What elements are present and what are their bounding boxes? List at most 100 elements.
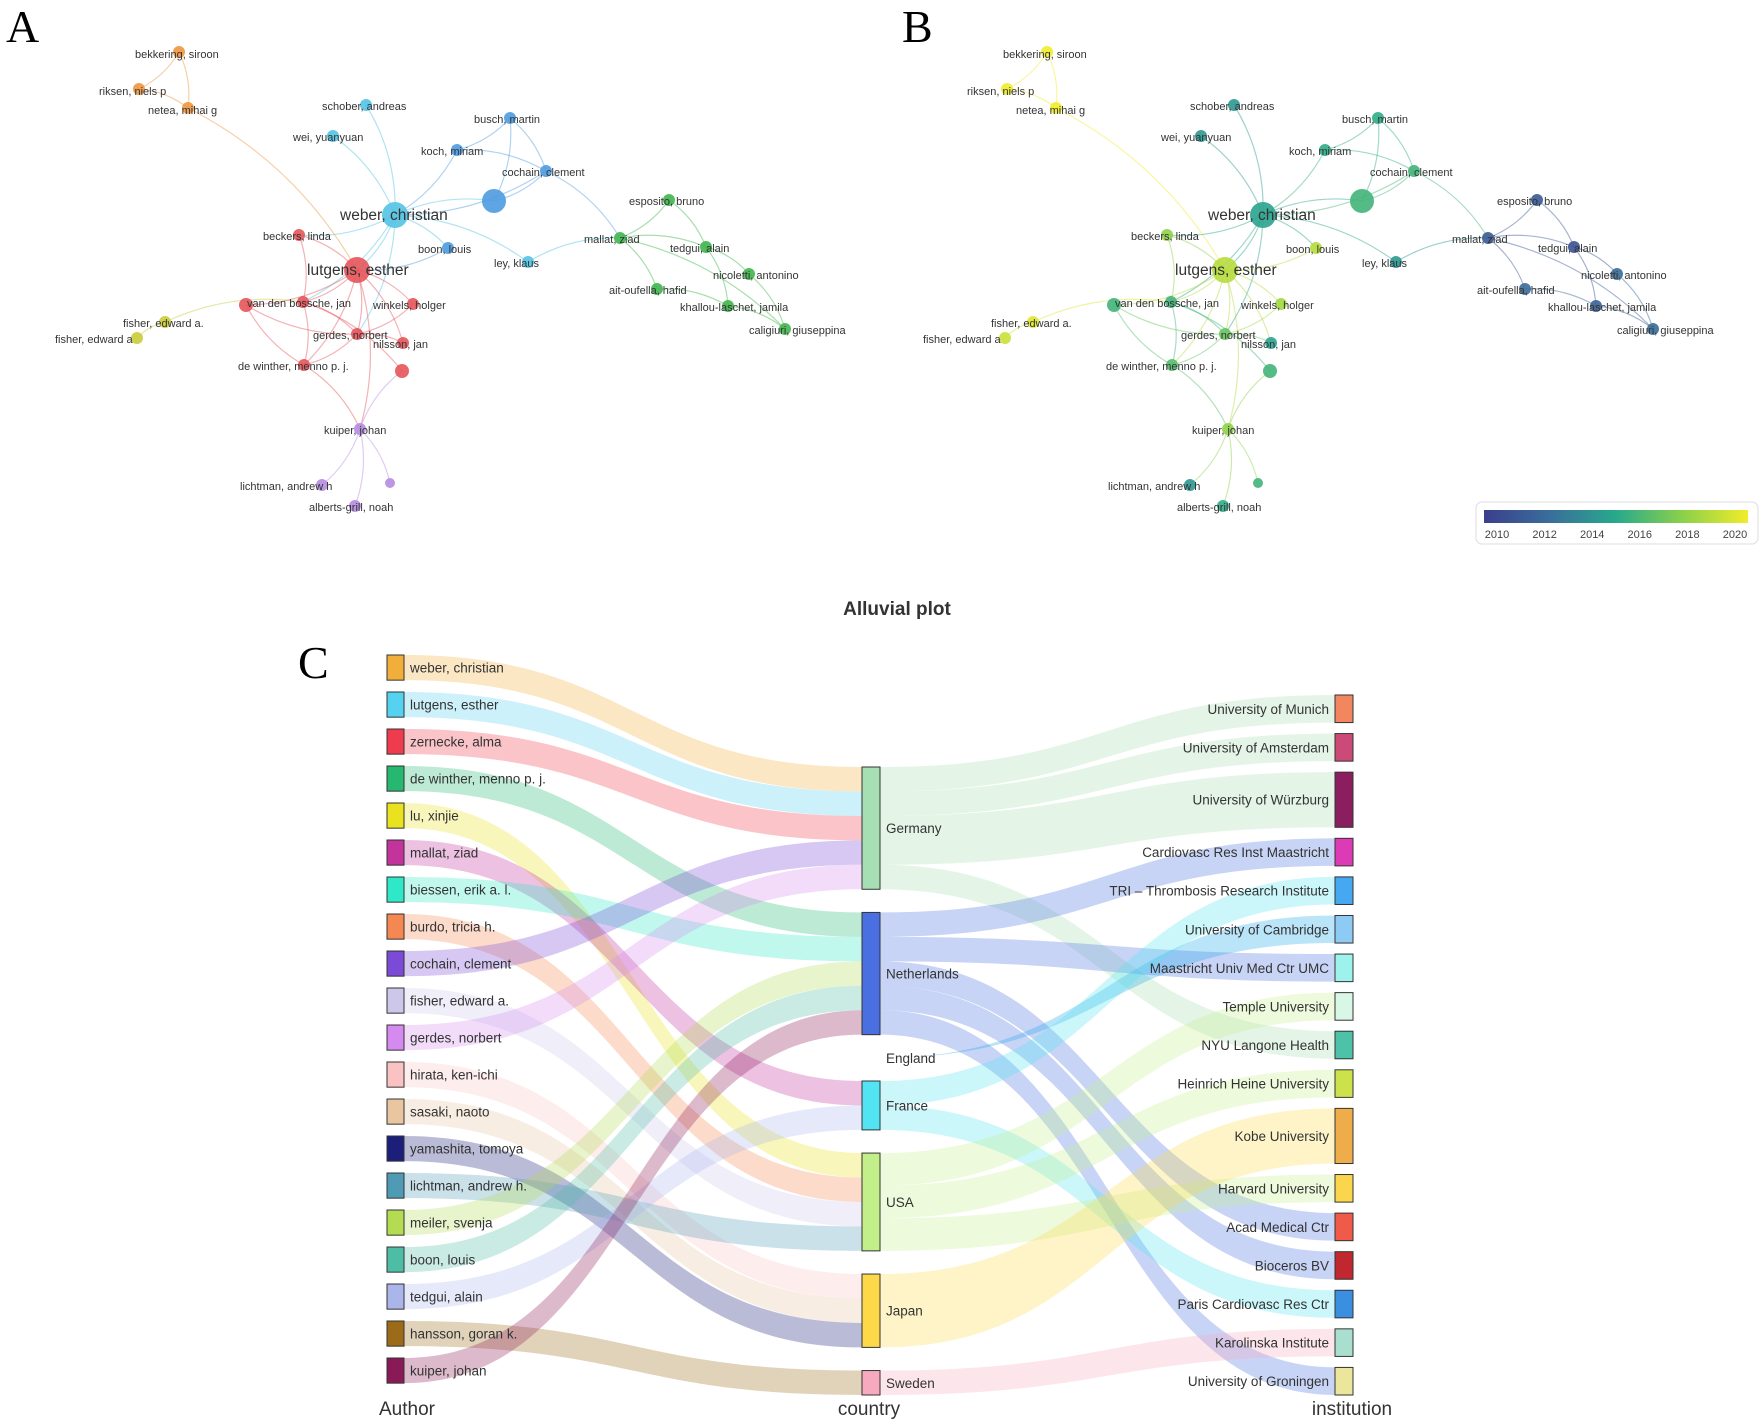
network-node-riksen-niels-p	[133, 83, 145, 95]
network-edge	[1487, 237, 1526, 290]
alluvial-flow	[404, 1173, 862, 1251]
country-node-japan	[861, 1273, 881, 1348]
network-label-ley-klaus: ley, klaus	[1362, 258, 1408, 270]
network-label-nicoletti-antonino: nicoletti, antonino	[1581, 270, 1667, 282]
country-node-usa	[861, 1152, 881, 1252]
network-node-nilsson-jan	[397, 337, 409, 349]
institution-node-university-of-amsterdam	[1334, 733, 1354, 762]
alluvial-node-boxes	[386, 654, 1354, 1396]
network-edge	[545, 170, 621, 239]
alluvial-flow	[404, 914, 862, 1202]
institution-label-university-of-munich: University of Munich	[1207, 702, 1329, 717]
network-node-khallou-laschet-jamila	[722, 300, 734, 312]
author-node-meiler-svenja	[386, 1209, 405, 1236]
network-edge	[1487, 234, 1575, 248]
institution-node-university-of-cambridge	[1334, 914, 1354, 944]
network-edge	[1395, 237, 1489, 263]
country-label-usa: USA	[886, 1195, 914, 1210]
network-edge	[748, 273, 786, 330]
institution-node-tri-thrombosis-research-institute	[1334, 876, 1354, 905]
institution-node-nyu-langone-health	[1334, 1030, 1354, 1060]
alluvial-flow	[880, 1328, 1335, 1395]
country-label-england: England	[886, 1051, 936, 1066]
alluvial-flow	[404, 803, 862, 1178]
network-node-unlabeled	[1107, 298, 1121, 312]
network-node-khallou-laschet-jamila	[1590, 300, 1602, 312]
alluvial-flow	[880, 915, 1335, 1058]
network-label-tedgui-alain: tedgui, alain	[1538, 243, 1597, 255]
network-node-mallat-ziad	[1482, 232, 1494, 244]
network-edge	[1487, 237, 1654, 330]
alluvial-flow	[880, 936, 1335, 982]
alluvial-flow	[404, 864, 862, 1051]
network-edge	[1573, 246, 1597, 307]
network-node-esposito-bruno	[1531, 194, 1543, 206]
country-node-france	[861, 1080, 881, 1131]
panel-letter-b: B	[902, 1, 933, 52]
network-node-tedgui-alain	[1568, 241, 1580, 253]
author-node-sasaki-naoto	[386, 1098, 405, 1125]
network-label-cochain-clement: cochain, clement	[502, 167, 585, 179]
author-label-biessen-erik-a-l: biessen, erik a. l.	[410, 883, 511, 898]
colorbar-tick-label: 2020	[1723, 529, 1747, 541]
axis-label-author: Author	[379, 1399, 436, 1420]
network-label-fisher-edward-a: fisher, edward a.	[123, 318, 204, 330]
network-node-fisher-edward-a	[159, 316, 171, 328]
network-edge	[705, 246, 729, 307]
network-label-nilsson-jan: nilsson, jan	[1241, 339, 1296, 351]
network-node-lutgens-esther	[344, 257, 370, 283]
institution-label-university-of-wurzburg: University of Würzburg	[1192, 793, 1329, 808]
institution-node-paris-cardiovasc-res-ctr	[1334, 1289, 1354, 1319]
network-node-busch-martin	[1372, 112, 1384, 124]
network-edge	[302, 301, 358, 335]
alluvial-flow	[880, 838, 1335, 937]
institution-node-temple-university	[1334, 992, 1354, 1021]
network-edge	[1224, 303, 1282, 335]
colorbar-tick-label: 2016	[1628, 529, 1652, 541]
network-label-kuiper-johan: kuiper, johan	[324, 425, 386, 437]
network-label-lutgens-esther: lutgens, esther	[1175, 262, 1277, 279]
network-node-boon-louis	[442, 242, 454, 254]
network-node-fisher-edward-a	[1027, 316, 1039, 328]
alluvial-flow	[880, 1108, 1335, 1348]
author-node-hansson-goran-k	[386, 1320, 405, 1347]
institution-label-cardiovasc-res-inst-maastricht: Cardiovasc Res Inst Maastricht	[1142, 845, 1329, 860]
institution-label-tri-thrombosis-research-institute: TRI – Thrombosis Research Institute	[1109, 884, 1329, 899]
network-node-van-den-bossche-jan	[1165, 296, 1177, 308]
alluvial-flow	[880, 1174, 1335, 1251]
author-label-lu-xinjie: lu, xinjie	[410, 809, 459, 824]
network-label-wei-yuanyuan: wei, yuanyuan	[292, 132, 363, 144]
network-label-caligiuri-giuseppina: caligiuri, giuseppina	[749, 325, 846, 337]
network-label-lutgens-esther: lutgens, esther	[307, 262, 409, 279]
network-edge	[1055, 107, 1226, 271]
author-label-hirata-ken-ichi: hirata, ken-ichi	[410, 1068, 498, 1083]
alluvial-flow	[880, 1069, 1335, 1219]
network-label-mallat-ziad: mallat, ziad	[584, 234, 640, 246]
network-label-van-den-bossche-jan: van den bossche, jan	[247, 298, 351, 310]
network-node-weber-christian	[1250, 202, 1276, 228]
institution-node-university-of-munich	[1334, 694, 1354, 724]
network-node-nilsson-jan	[1265, 337, 1277, 349]
network-label-boon-louis: boon, louis	[1286, 244, 1340, 256]
network-node-ley-klaus	[1390, 256, 1402, 268]
network-node-schober-andreas	[1228, 99, 1240, 111]
network-label-bekkering-siroon: bekkering, siroon	[1003, 49, 1087, 61]
network-node-koch-miriam	[451, 144, 463, 156]
network-label-winkels-holger: winkels, holger	[1240, 300, 1314, 312]
alluvial-flow	[404, 985, 862, 1273]
author-node-weber-christian	[386, 654, 405, 681]
author-node-boon-louis	[386, 1246, 405, 1273]
network-node-winkels-holger	[407, 298, 419, 310]
network-label-cochain-clement: cochain, clement	[1370, 167, 1453, 179]
network-node-netea-mihai-g	[1050, 102, 1062, 114]
country-label-japan: Japan	[886, 1304, 923, 1319]
author-label-meiler-svenja: meiler, svenja	[410, 1216, 493, 1231]
axis-label-country: country	[838, 1399, 901, 1420]
network-node-bekkering-siroon	[1041, 46, 1053, 58]
alluvial-flows	[404, 655, 1335, 1395]
network-node-nicoletti-antonino	[1611, 268, 1623, 280]
alluvial-flow	[404, 961, 862, 1236]
author-node-tedgui-alain	[386, 1283, 405, 1310]
